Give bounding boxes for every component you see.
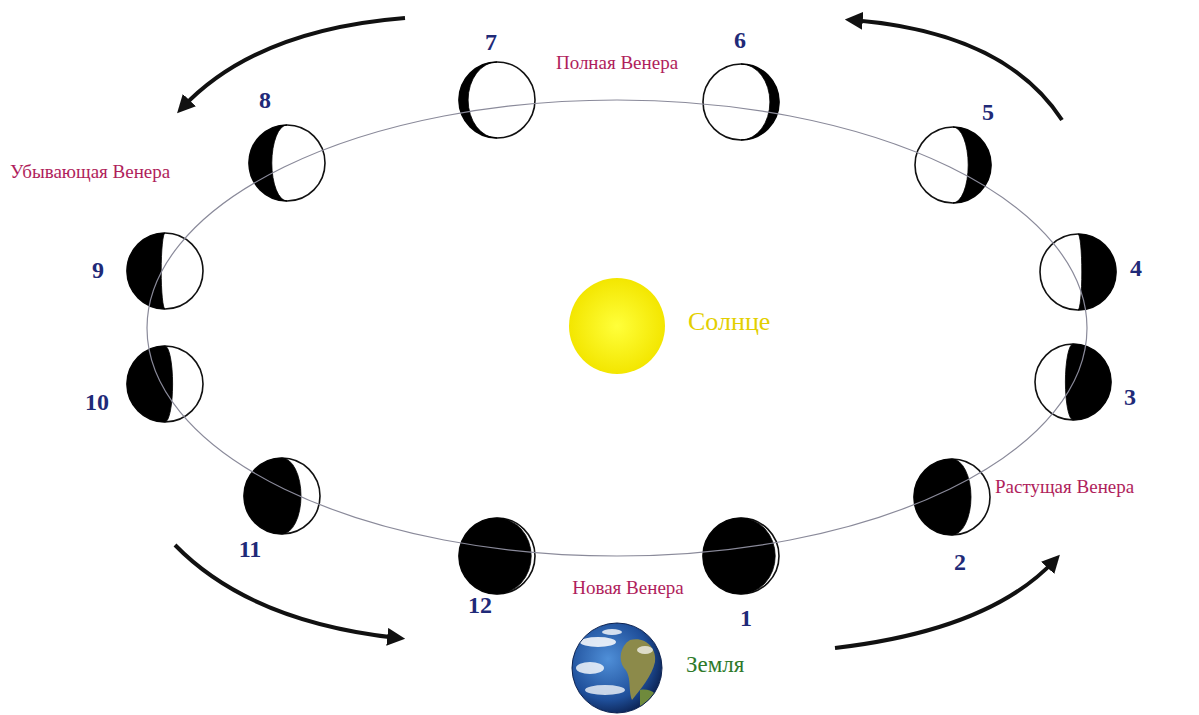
earth-label: Земля: [686, 652, 744, 677]
venus-shadows: [127, 62, 1116, 594]
earth-outline: [572, 623, 662, 713]
motion-arrows: [175, 18, 1062, 648]
callout-number: 9: [92, 257, 104, 283]
sun-label: Солнце: [688, 308, 770, 337]
phase-label: Растущая Венера: [995, 477, 1134, 498]
callout-number: 1: [740, 605, 752, 631]
callout-number: 10: [85, 389, 109, 415]
callout-number: 6: [734, 27, 746, 53]
earth-globe: [572, 623, 662, 713]
phase-label: Убывающая Венера: [10, 162, 170, 183]
sun-disk: [569, 278, 665, 374]
venus-disks: [127, 62, 1116, 594]
venus-orbit: [147, 100, 1087, 556]
callout-number: 4: [1130, 255, 1142, 281]
callout-number: 7: [485, 29, 497, 55]
callout-number: 5: [982, 99, 994, 125]
phase-label: Новая Венера: [572, 578, 684, 599]
phase-label: Полная Венера: [556, 53, 678, 74]
callout-number: 11: [239, 536, 262, 562]
callout-number: 12: [468, 592, 492, 618]
callout-number: 8: [259, 87, 271, 113]
callout-number: 2: [954, 549, 966, 575]
callout-number: 3: [1124, 384, 1136, 410]
